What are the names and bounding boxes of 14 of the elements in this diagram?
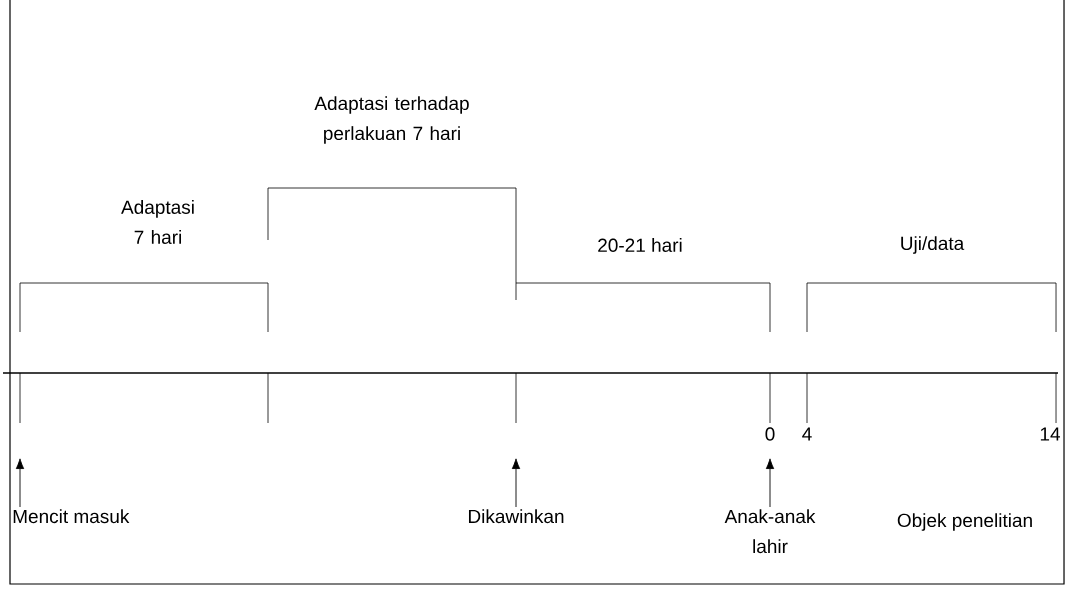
period-label: 20-21 hari (598, 238, 682, 252)
period-label: Adaptasi 7 hari (121, 200, 194, 244)
event-label: Dikawinkan (469, 509, 564, 524)
day-number: 14 (1040, 427, 1060, 441)
day-number: 0 (765, 427, 775, 441)
event-label: Objek penelitian (897, 513, 1032, 531)
day-number: 4 (802, 427, 812, 441)
period-label: Adaptasi terhadap perlakuan 7 hari (314, 96, 469, 144)
arrow (15, 458, 25, 508)
period-label: Uji/data (901, 236, 965, 254)
arrow (765, 458, 775, 508)
arrow (511, 458, 521, 508)
event-label: Mencit masuk (13, 509, 130, 524)
event-label: Anak-anak lahir (724, 509, 816, 554)
